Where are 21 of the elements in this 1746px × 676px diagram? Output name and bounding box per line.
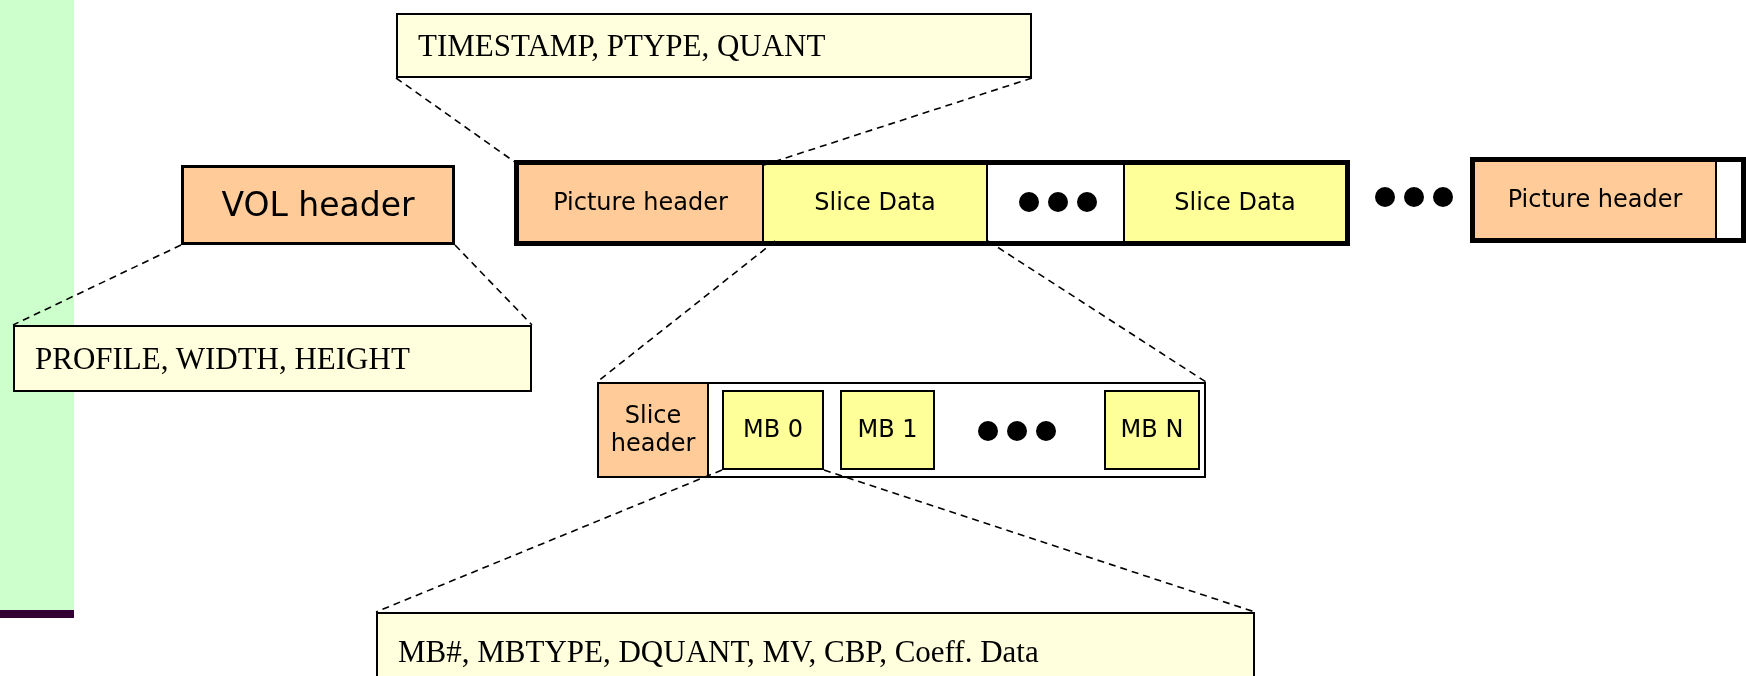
field-list-box: PROFILE, WIDTH, HEIGHT — [13, 325, 532, 392]
header-cell: Slice Data — [1123, 165, 1345, 241]
field-list-box: TIMESTAMP, PTYPE, QUANT — [396, 13, 1032, 78]
bitstream-frame — [597, 382, 1206, 478]
leader-line — [12, 244, 182, 326]
header-cell: Slice Data — [764, 165, 988, 241]
header-cell: Picture header — [519, 165, 764, 241]
leader-line — [454, 244, 533, 326]
bitstream-frame — [1470, 157, 1746, 243]
header-cell: Picture header — [1475, 162, 1715, 238]
bitstream-frame — [514, 160, 1350, 246]
field-list-box: MB#, MBTYPE, DQUANT, MV, CBP, Coeff. Data — [376, 612, 1255, 676]
header-cell: VOL header — [181, 165, 455, 245]
leader-line — [375, 469, 723, 613]
header-cell: Slice header — [599, 384, 709, 476]
leader-line — [987, 240, 1207, 383]
leader-line — [763, 77, 1033, 166]
macroblock-box: MB 1 — [840, 390, 935, 470]
macroblock-box: MB 0 — [722, 390, 824, 470]
leader-line — [823, 469, 1256, 613]
macroblock-box: MB N — [1104, 390, 1200, 470]
